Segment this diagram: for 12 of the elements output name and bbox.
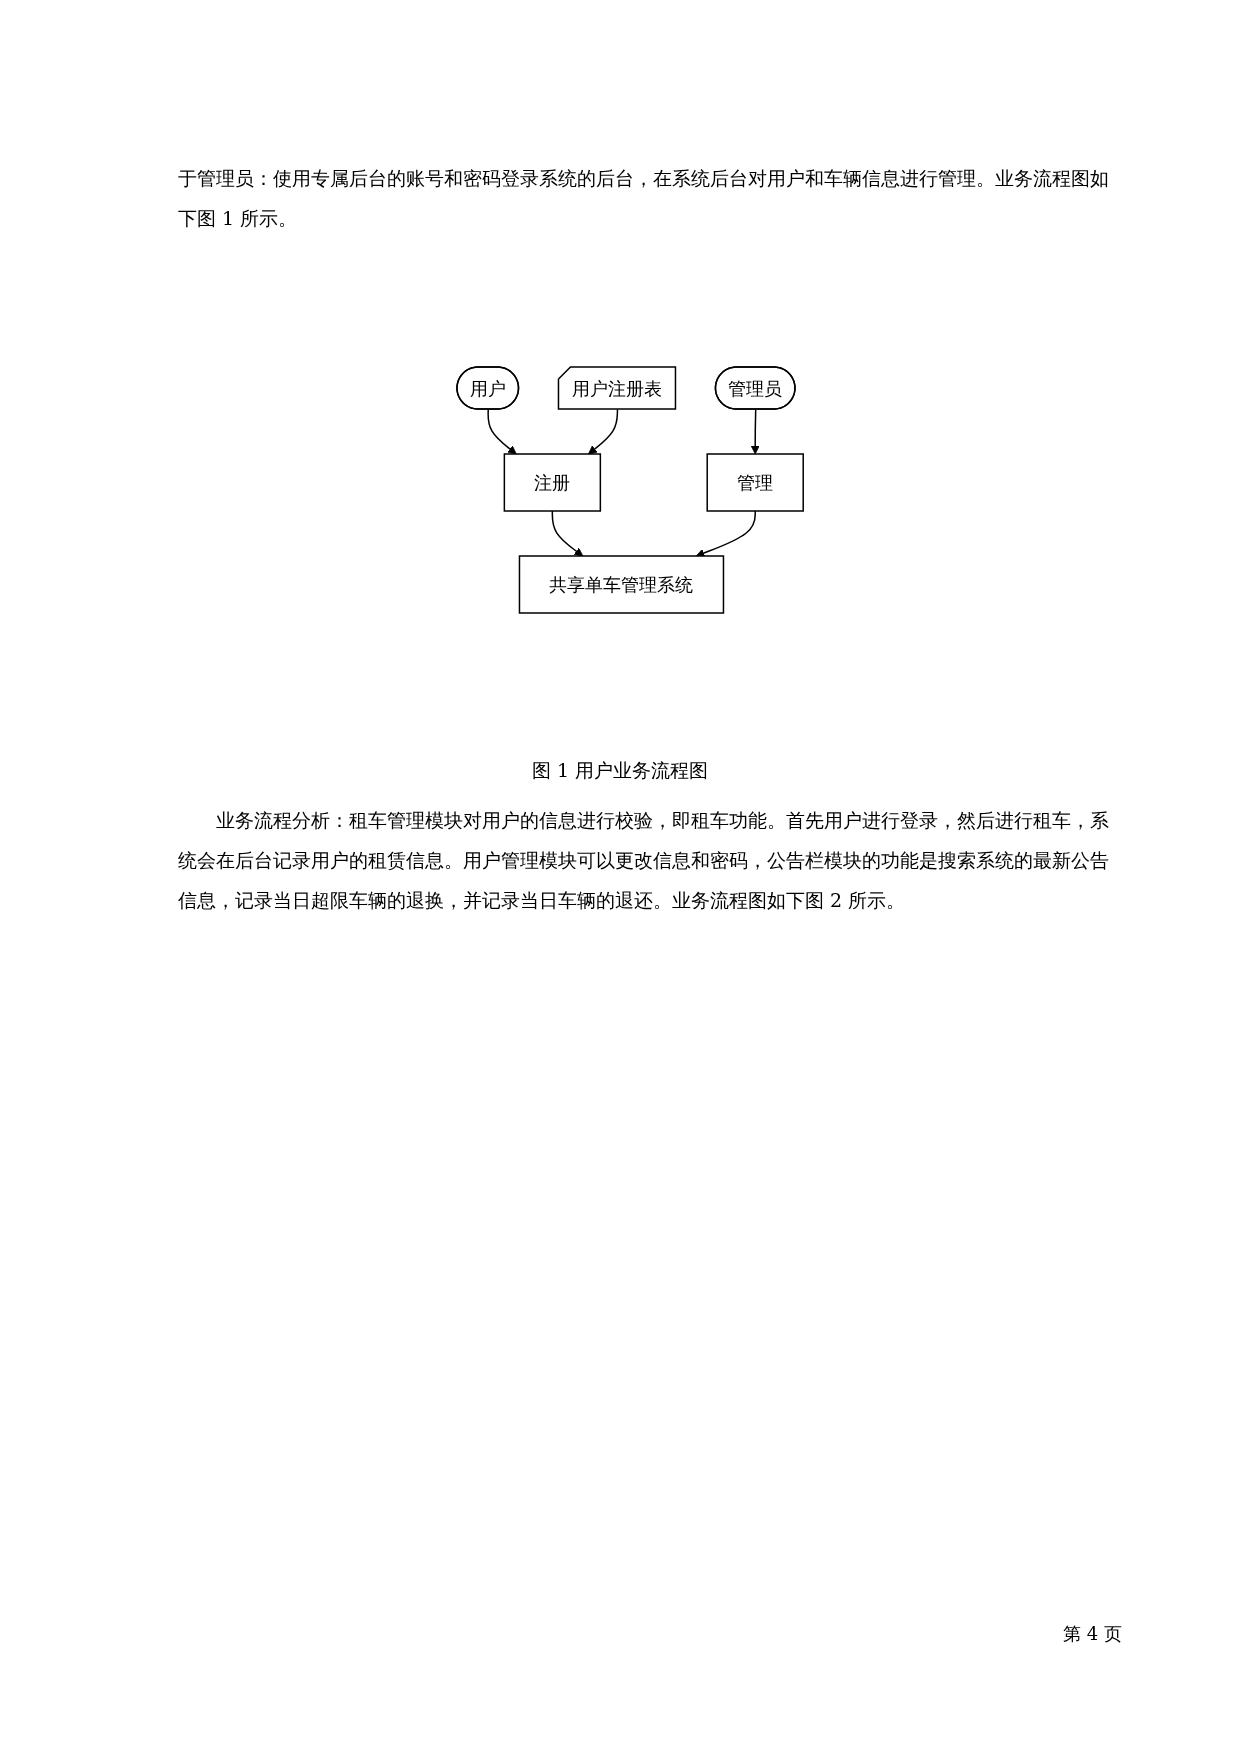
- paragraph: 业务流程分析：租车管理模块对用户的信息进行校验，即租车功能。首先用户进行登录，然后进行租车，系统会在后台记录用户的租赁信息。用户管理模块可以更改信息和密码，公告栏模块的功能是搜索系统的最新公告信息，记录当日超限车辆的退换，并记录当日车辆的退还。业务流程图如下图 2 所示。: [178, 808, 1110, 913]
- arrow: [487, 408, 517, 455]
- node-box: 管理: [706, 453, 804, 512]
- node-box: 共享单车管理系统: [518, 555, 725, 614]
- node-box: 注册: [503, 453, 601, 512]
- arrow: [695, 510, 756, 558]
- paragraph: 于管理员：使用专属后台的账号和密码登录系统的后台，在系统后台对用户和车辆信息进行管理。业务流程图如下图 1 所示。: [178, 166, 1110, 231]
- arrow: [750, 408, 760, 455]
- arrow: [587, 408, 619, 455]
- figure-caption: 图 1 用户业务流程图: [531, 758, 709, 783]
- page-number: 第 4 页: [1063, 1622, 1122, 1646]
- arrow: [551, 510, 584, 557]
